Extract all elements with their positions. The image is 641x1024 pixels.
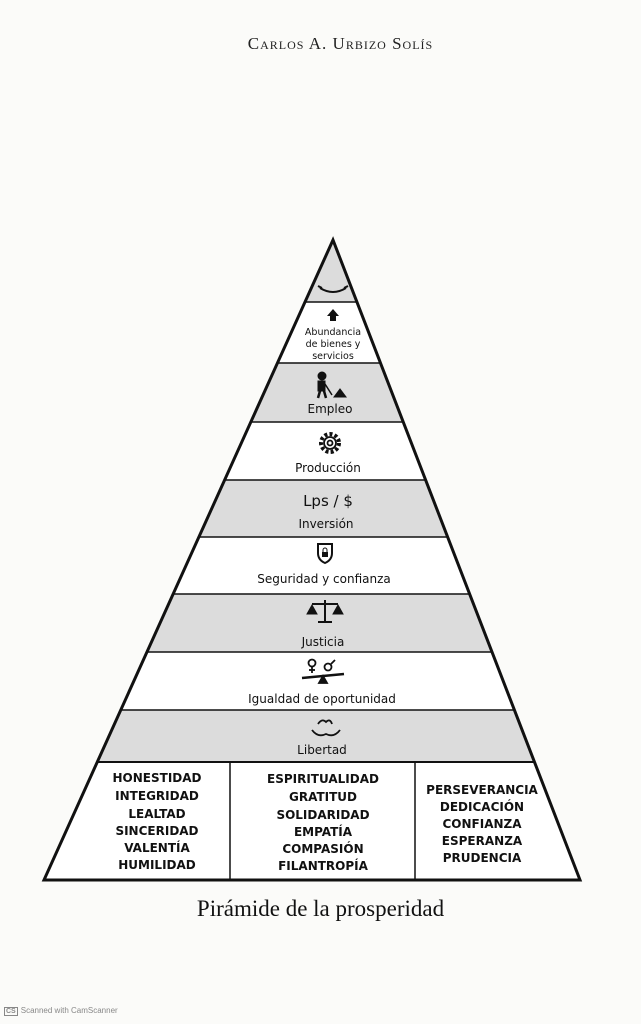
value-item: COMPASIÓN	[282, 841, 363, 856]
base-column-2: ESPIRITUALIDAD GRATITUD SOLIDARIDAD EMPA…	[267, 772, 379, 873]
value-item: INTEGRIDAD	[115, 789, 199, 803]
pyramid-outline	[41, 236, 583, 882]
level-label: Justicia	[301, 635, 345, 649]
base-column-1: HONESTIDAD INTEGRIDAD LEALTAD SINCERIDAD…	[113, 771, 202, 872]
gear-icon	[319, 432, 341, 454]
value-item: ESPIRITUALIDAD	[267, 772, 379, 786]
level-label-line: servicios	[312, 351, 354, 362]
value-item: FILANTROPÍA	[278, 858, 369, 873]
value-item: PERSEVERANCIA	[426, 783, 538, 797]
value-item: SINCERIDAD	[115, 824, 198, 838]
level-label: Producción	[295, 461, 361, 475]
value-item: HUMILIDAD	[118, 858, 196, 872]
shield-lock-icon	[317, 543, 333, 565]
smile-icon	[317, 285, 349, 293]
level-label: Inversión	[298, 517, 353, 531]
value-item: PRUDENCIA	[443, 851, 522, 865]
level-label: Libertad	[297, 743, 347, 757]
gender-seesaw-icon	[301, 658, 345, 684]
scales-icon	[306, 600, 344, 623]
band-base	[44, 762, 580, 880]
level-label: Empleo	[308, 402, 353, 416]
value-item: SOLIDARIDAD	[276, 808, 369, 822]
figure-caption: Pirámide de la prosperidad	[196, 896, 445, 921]
value-item: CONFIANZA	[442, 817, 522, 831]
level-label-line: de bienes y	[306, 339, 361, 350]
value-item: HONESTIDAD	[113, 771, 202, 785]
value-item: DEDICACIÓN	[440, 799, 524, 814]
value-item: EMPATÍA	[294, 824, 353, 839]
hands-flame-icon	[311, 719, 341, 737]
camscanner-logo: CS	[4, 1007, 18, 1016]
scanner-text: Scanned with CamScanner	[20, 1006, 118, 1015]
base-column-3: PERSEVERANCIA DEDICACIÓN CONFIANZA ESPER…	[426, 783, 538, 865]
value-item: GRATITUD	[289, 790, 357, 804]
value-item: VALENTÍA	[124, 840, 190, 855]
band-9	[44, 710, 580, 762]
level-label-line: Abundancia	[305, 327, 361, 338]
level-label: Seguridad y confianza	[257, 572, 391, 586]
currency-text: Lps / $	[303, 492, 353, 510]
running-header: Carlos A. Urbizo Solís	[247, 34, 434, 53]
arrow-up-icon	[327, 309, 339, 321]
value-item: ESPERANZA	[442, 834, 523, 848]
level-label: Igualdad de oportunidad	[248, 692, 396, 706]
value-item: LEALTAD	[128, 807, 185, 821]
worker-icon	[316, 371, 347, 399]
